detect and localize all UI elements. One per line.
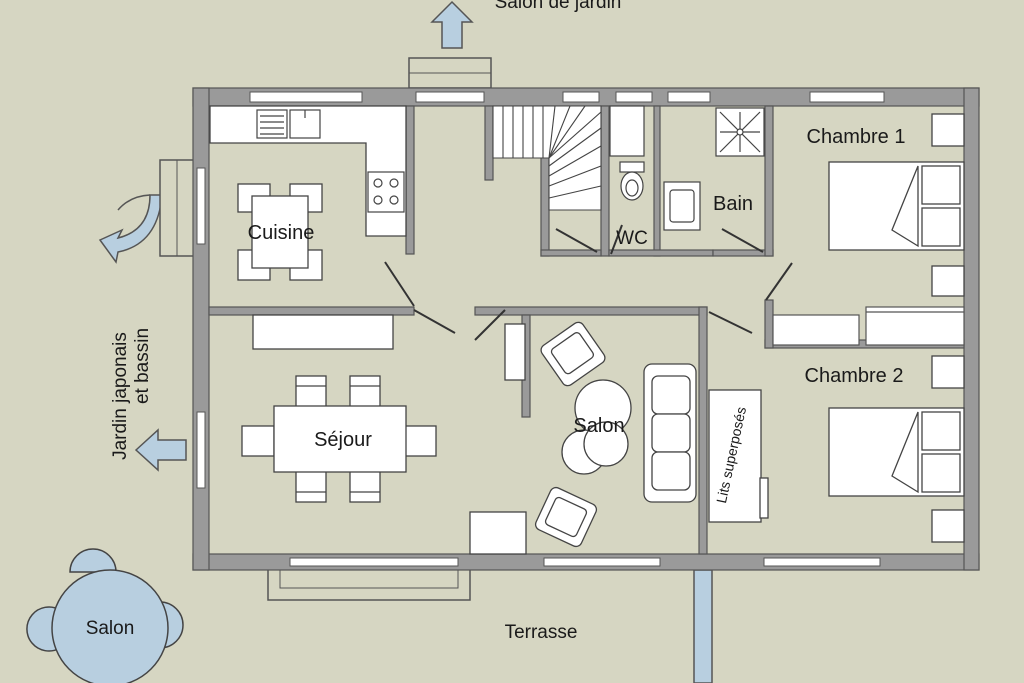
kitchen-table <box>237 183 323 281</box>
windows <box>196 91 885 567</box>
nightstands-2 <box>931 355 965 543</box>
doors <box>384 224 793 341</box>
low-cabinet <box>469 511 527 555</box>
arrow-left-icon <box>134 428 187 472</box>
label-salon: Salon <box>573 415 624 437</box>
label-cuisine: Cuisine <box>248 222 315 244</box>
arrow-up-icon <box>430 0 474 49</box>
bunk-bed <box>708 389 769 523</box>
stove-icon <box>367 171 405 213</box>
label-salon-exterieur: Salon <box>86 618 135 639</box>
label-chambre-2: Chambre 2 <box>805 365 904 387</box>
curved-arrow-icon <box>98 194 163 264</box>
bath-sink-icon <box>663 181 701 231</box>
bed-double-2 <box>828 407 965 497</box>
armchair-top <box>540 321 606 387</box>
garden-path <box>693 569 713 683</box>
shower-icon <box>715 107 765 157</box>
bed-double-1 <box>828 161 965 251</box>
bookcase <box>504 323 526 381</box>
armchair-bottom <box>534 486 598 548</box>
toilet-icon <box>609 105 645 201</box>
sofa <box>643 363 697 503</box>
sink-icon <box>256 109 321 139</box>
label-salon-de-jardin: Salon de jardin <box>495 0 622 13</box>
dining-table <box>241 375 437 503</box>
garden-table <box>26 548 184 683</box>
label-chambre-1: Chambre 1 <box>807 126 906 148</box>
label-wc: WC <box>616 228 648 249</box>
nightstands-1 <box>931 113 965 297</box>
staircase <box>492 105 602 211</box>
label-sejour: Séjour <box>314 429 372 451</box>
label-et-bassin: et bassin <box>132 328 153 404</box>
sideboard <box>252 314 394 350</box>
label-terrasse: Terrasse <box>505 622 578 643</box>
exterior-labels: Salon de jardin Jardin japonais et bassi… <box>86 0 622 643</box>
closet <box>772 306 965 346</box>
label-bain: Bain <box>713 193 753 215</box>
coffee-tables <box>561 379 632 475</box>
label-jardin-japonais: Jardin japonais <box>110 332 131 460</box>
